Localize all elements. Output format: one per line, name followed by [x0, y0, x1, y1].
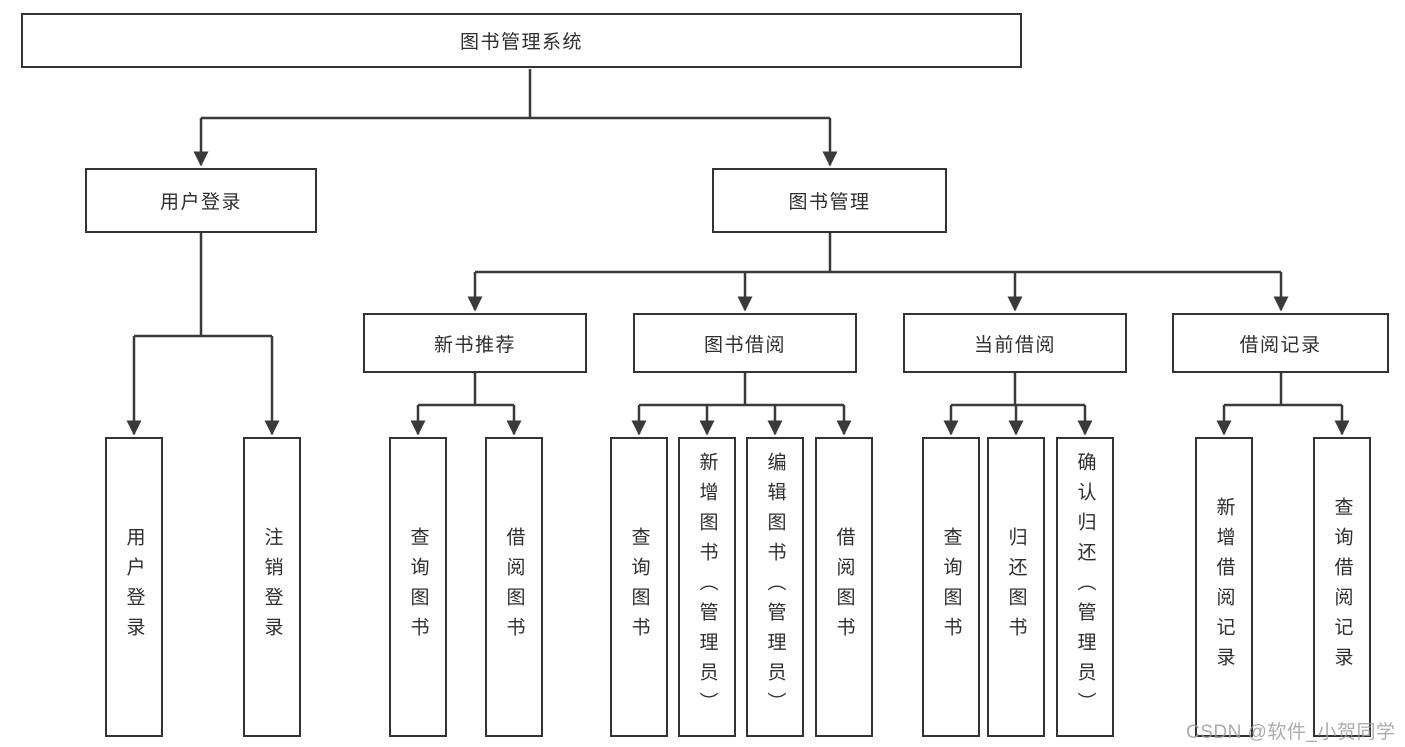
- leaf-label: 确认归还（管理员）: [1074, 452, 1096, 722]
- connector-root-to-level2: [193, 69, 838, 167]
- connector-borrow-records-children: [1216, 373, 1350, 436]
- leaf-label: 新增借阅记录: [1213, 497, 1235, 677]
- node-leaf-borrow-books-recommend: 借阅图书: [485, 437, 543, 737]
- leaf-label: 编辑图书（管理员）: [764, 452, 786, 722]
- node-leaf-query-books-current: 查询图书: [922, 437, 980, 737]
- node-leaf-query-books-borrow: 查询图书: [610, 437, 668, 737]
- leaf-label: 查询图书: [407, 527, 429, 647]
- leaf-label: 归还图书: [1005, 527, 1027, 647]
- connector-book-borrow-children: [631, 373, 852, 436]
- node-leaf-user-login: 用户登录: [105, 437, 163, 737]
- leaf-label: 查询图书: [940, 527, 962, 647]
- node-current-borrow: 当前借阅: [903, 313, 1127, 373]
- node-new-book-recommend: 新书推荐: [363, 313, 587, 373]
- leaf-label: 新增图书（管理员）: [696, 452, 718, 722]
- node-leaf-query-borrow-record: 查询借阅记录: [1313, 437, 1371, 737]
- leaf-label: 借阅图书: [833, 527, 855, 647]
- leaf-label: 借阅图书: [503, 527, 525, 647]
- connector-book-management-to-level3: [467, 233, 1289, 312]
- node-leaf-confirm-return-admin: 确认归还（管理员）: [1056, 437, 1114, 737]
- node-leaf-return-book: 归还图书: [987, 437, 1045, 737]
- leaf-label: 查询借阅记录: [1331, 497, 1353, 677]
- node-borrow-records: 借阅记录: [1172, 313, 1389, 373]
- leaf-label: 查询图书: [628, 527, 650, 647]
- connector-current-borrow-children: [943, 373, 1093, 436]
- connector-user-login-children: [126, 233, 280, 436]
- node-leaf-query-books-recommend: 查询图书: [389, 437, 447, 737]
- node-leaf-edit-book-admin: 编辑图书（管理员）: [746, 437, 804, 737]
- node-leaf-borrow-books: 借阅图书: [815, 437, 873, 737]
- leaf-label: 注销登录: [261, 527, 283, 647]
- node-book-management: 图书管理: [712, 168, 947, 233]
- node-user-login: 用户登录: [85, 168, 317, 233]
- node-book-management-system: 图书管理系统: [21, 13, 1022, 68]
- leaf-label: 用户登录: [123, 527, 145, 647]
- node-leaf-add-book-admin: 新增图书（管理员）: [678, 437, 736, 737]
- node-leaf-logout: 注销登录: [243, 437, 301, 737]
- connector-new-book-recommend-children: [410, 373, 522, 436]
- node-leaf-add-borrow-record: 新增借阅记录: [1195, 437, 1253, 737]
- node-book-borrow: 图书借阅: [633, 313, 857, 373]
